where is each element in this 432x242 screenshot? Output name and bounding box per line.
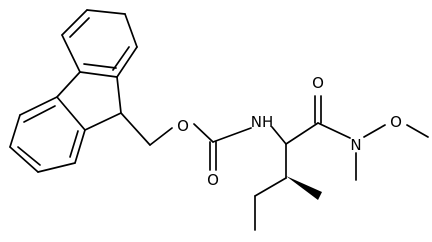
- side-chain: [254, 143, 322, 231]
- methoxy-oxygen-label: O: [390, 113, 402, 131]
- atom-labels: O O NH O N O: [177, 74, 402, 189]
- amide-oxygen-label: O: [312, 74, 324, 92]
- amine-nh-label: NH: [251, 113, 274, 131]
- backbone: [271, 95, 429, 181]
- wedge-bond: [286, 176, 322, 200]
- carbamate-linker: [120, 112, 252, 171]
- carbamate-carbonyl-oxygen-label: O: [207, 171, 219, 189]
- five-membered-ring: [56, 71, 122, 131]
- upper-benzene-ring: [61, 9, 138, 78]
- lower-benzene-ring: [9, 96, 86, 173]
- ester-oxygen-label: O: [177, 117, 189, 135]
- fluorene-group: [9, 9, 138, 173]
- amide-nitrogen-label: N: [350, 136, 361, 154]
